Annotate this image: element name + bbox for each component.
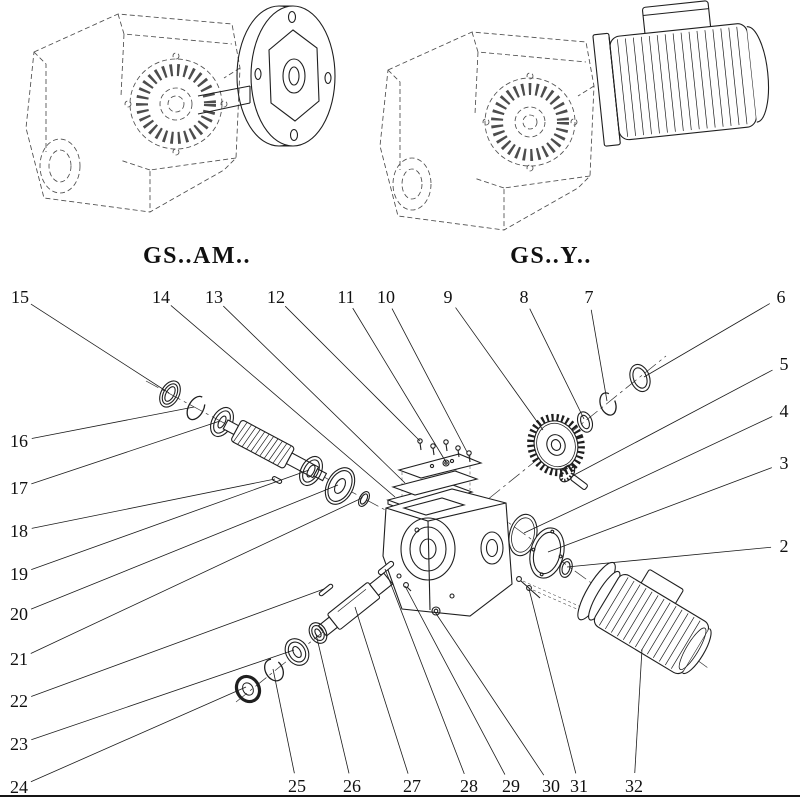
- callout-number-10: 10: [377, 287, 395, 307]
- callout-number-8: 8: [520, 287, 529, 307]
- callout-number-6: 6: [777, 287, 786, 307]
- callout-number-21: 21: [10, 649, 28, 669]
- callout-number-3: 3: [780, 453, 789, 473]
- leader-line-7: [590, 309, 608, 402]
- callout-number-25: 25: [288, 776, 306, 796]
- key-part-28: [377, 560, 395, 576]
- callout-number-7: 7: [585, 287, 594, 307]
- bearing-part-26: [308, 622, 328, 644]
- gearbox-housing-ghost-y: [379, 31, 595, 231]
- callout-number-30: 30: [542, 776, 560, 796]
- leader-line-23: [31, 649, 295, 741]
- ring-part-2: [559, 558, 573, 578]
- worm-shaft-axis: [145, 380, 453, 547]
- gearbox-housing-ghost-am: [25, 13, 241, 213]
- leader-line-25: [272, 668, 295, 774]
- callout-number-14: 14: [152, 287, 170, 307]
- ring-part-6: [629, 363, 651, 393]
- leader-line-12: [284, 305, 421, 442]
- circlip-part-25: [264, 658, 284, 682]
- callout-number-4: 4: [780, 401, 789, 421]
- leader-line-32: [634, 648, 643, 774]
- leader-line-3: [547, 467, 772, 553]
- leader-line-11: [352, 307, 447, 463]
- circlip-part-16: [186, 395, 206, 421]
- callout-number-16: 16: [10, 431, 28, 451]
- leader-line-21: [30, 497, 363, 654]
- callout-number-32: 32: [625, 776, 643, 796]
- exploded-view: [145, 355, 712, 704]
- leader-line-31: [528, 588, 577, 774]
- callout-number-31: 31: [570, 776, 588, 796]
- callout-number-27: 27: [403, 776, 421, 796]
- callout-number-24: 24: [10, 777, 28, 797]
- leader-line-6: [643, 303, 770, 378]
- callout-number-26: 26: [343, 776, 361, 796]
- leader-line-26: [315, 633, 350, 774]
- callout-number-5: 5: [780, 354, 789, 374]
- variant-gs-y-label: GS..Y..: [510, 243, 592, 269]
- flange-ring-part-3: [529, 527, 565, 579]
- callout-number-19: 19: [10, 564, 28, 584]
- pinion-part-5: [559, 464, 588, 490]
- leader-line-17: [31, 420, 221, 485]
- leader-line-16: [31, 406, 195, 439]
- leader-line-24: [30, 686, 247, 783]
- leader-line-14: [170, 305, 396, 498]
- housing-part: [382, 488, 513, 617]
- callout-number-2: 2: [780, 536, 789, 556]
- washer-disc-part-20: [324, 467, 356, 505]
- leader-line-8: [529, 308, 585, 420]
- cover-plate-part-12: [397, 453, 483, 479]
- leader-line-15: [30, 303, 170, 394]
- callout-number-11: 11: [337, 287, 354, 307]
- leader-line-20: [30, 484, 339, 610]
- callout-number-28: 28: [460, 776, 478, 796]
- callout-number-18: 18: [10, 521, 28, 541]
- leader-line-27: [354, 606, 409, 774]
- ring-part-21: [357, 491, 371, 507]
- leader-line-9: [455, 307, 544, 431]
- leader-line-28: [384, 568, 465, 775]
- callout-number-22: 22: [10, 691, 28, 711]
- cover-screws-part: [417, 438, 472, 463]
- callout-number-9: 9: [444, 287, 453, 307]
- output-flange-am: [197, 5, 336, 147]
- motor-gs-y: [592, 0, 770, 147]
- circlip-part-7: [599, 392, 617, 416]
- seal-ring-part-15: [159, 380, 181, 408]
- gasket-part-13: [391, 470, 479, 496]
- callout-number-17: 17: [10, 478, 28, 498]
- leader-line-10: [391, 308, 468, 453]
- washer-part-24: [234, 674, 262, 704]
- bearing-part-23: [284, 638, 310, 666]
- callout-number-29: 29: [502, 776, 520, 796]
- pin-part-22: [318, 583, 334, 597]
- leader-line-30: [434, 611, 545, 776]
- callout-number-12: 12: [267, 287, 285, 307]
- callout-number-23: 23: [10, 734, 28, 754]
- callout-number-13: 13: [205, 287, 223, 307]
- motor-part-32: [577, 561, 712, 675]
- leader-line-4: [523, 416, 773, 534]
- leader-line-19: [31, 469, 310, 570]
- leader-line-22: [31, 588, 325, 697]
- leader-line-2: [566, 546, 772, 568]
- bolt-part-31: [516, 576, 541, 599]
- callout-number-15: 15: [11, 287, 29, 307]
- callout-number-20: 20: [10, 604, 28, 624]
- leader-line-29: [404, 585, 506, 775]
- leader-line-5: [573, 369, 773, 476]
- leader-line-18: [31, 478, 276, 529]
- variant-gs-am-label: GS..AM..: [143, 243, 251, 269]
- output-shaft-part-27: [317, 572, 394, 637]
- gear-part-9: [527, 413, 585, 477]
- bearing-part-19: [299, 455, 323, 487]
- leader-line-13: [223, 305, 406, 484]
